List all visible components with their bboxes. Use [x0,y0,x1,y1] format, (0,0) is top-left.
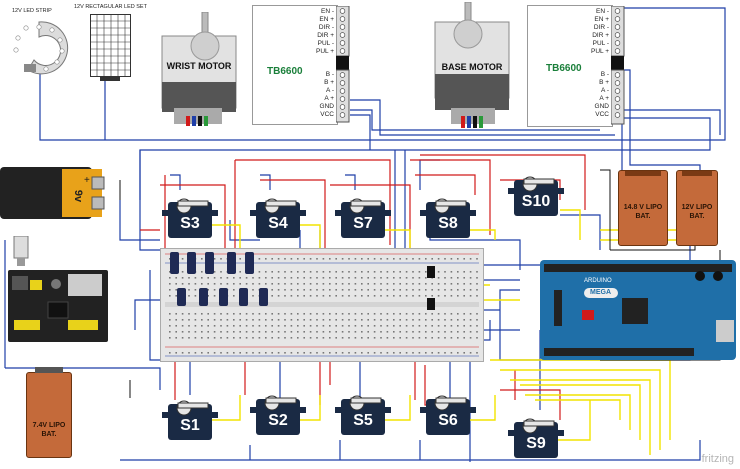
led-ring [13,21,69,75]
servo-s8: S8 [420,196,476,240]
driver-1-pin-vcc: VCC [320,111,334,118]
lipo-7v4: 7.4V LIPO BAT. [26,367,72,458]
led-set-label: 12V RECTAGULAR LED SET [74,4,147,10]
servo-s1-label: S1 [180,417,200,434]
driver-1-terminal [335,5,350,124]
driver-1-pin-b-plus: B + [324,79,334,86]
driver-2-pin-vcc: VCC [595,111,609,118]
driver-2-pin-en-plus: EN + [594,16,609,23]
fritzing-watermark: fritzing [701,453,734,465]
driver-1-pin-gnd: GND [319,103,334,110]
servo-s2: S2 [250,393,306,437]
arduino-model: MEGA [590,289,611,296]
arduino-mega: ARDUINO MEGA [540,260,736,360]
driver-2-pin-a-minus: A - [601,87,609,94]
servo-s5-label: S5 [353,412,373,429]
servo-s7-label: S7 [353,215,373,232]
servo-s6: S6 [420,393,476,437]
driver-2-pin-dir-minus: DIR - [593,24,609,31]
driver-2-pin-b-minus: B - [600,71,609,78]
base-motor: BASE MOTOR [433,2,511,130]
servo-s8-label: S8 [438,215,458,232]
driver-1-pin-dir-plus: DIR + [317,32,334,39]
driver-2-pin-gnd: GND [594,103,609,110]
lipo-14v8: 14.8 V LIPO BAT. [618,170,668,246]
svg-text:+: + [84,175,90,186]
servo-s5: S5 [335,393,391,437]
servo-s4-label: S4 [268,215,288,232]
lipo-7v4-label: 7.4V LIPO BAT. [32,422,66,438]
lipo-12v: 12V LIPO BAT. [676,170,718,246]
servo-s9: S9 [508,416,564,460]
battery-9v: + [0,167,105,219]
driver-2-pin-pul-minus: PUL - [592,40,609,47]
driver-2-terminal [610,5,625,126]
arduino-brand: ARDUINO [584,278,612,284]
servo-s10: S10 [508,174,564,218]
driver-1-title: TB6600 [267,66,303,77]
driver-2-pin-en-minus: EN - [596,8,609,15]
driver-1-pin-en-minus: EN - [321,8,334,15]
driver-2-pin-a-plus: A + [599,95,609,102]
servo-s3: S3 [162,196,218,240]
driver-1-pin-pul-plus: PUL + [315,48,334,55]
driver-1: TB6600 [252,5,338,125]
servo-s2-label: S2 [268,412,288,429]
driver-1-pin-pul-minus: PUL - [317,40,334,47]
servo-s6-label: S6 [438,412,458,429]
driver-2-title: TB6600 [546,63,582,74]
servo-s1: S1 [162,398,218,442]
led-strip-label: 12V LED STRIP [12,8,52,14]
wrist-motor: WRIST MOTOR [160,12,238,127]
base-motor-label: BASE MOTOR [441,62,503,72]
battery-9v-label: 9v [72,189,85,203]
lipo-12v-label: 12V LIPO BAT. [681,204,713,220]
driver-2: TB6600 [527,5,613,127]
driver-1-pin-en-plus: EN + [319,16,334,23]
lipo-14v8-label: 14.8 V LIPO BAT. [623,204,663,220]
driver-1-pin-b-minus: B - [325,71,334,78]
wrist-motor-label: WRIST MOTOR [166,61,232,71]
driver-1-pin-a-plus: A + [324,95,334,102]
driver-2-pin-pul-plus: PUL + [590,48,609,55]
driver-1-pin-dir-minus: DIR - [318,24,334,31]
driver-2-pin-dir-plus: DIR + [592,32,609,39]
breadboard-components [170,252,435,310]
servo-s9-label: S9 [526,435,546,452]
led-grid [90,14,131,81]
power-module [8,236,108,342]
driver-1-pin-a-minus: A - [326,87,334,94]
servo-s4: S4 [250,196,306,240]
servo-s7: S7 [335,196,391,240]
driver-2-pin-b-plus: B + [599,79,609,86]
servo-s10-label: S10 [521,193,551,210]
servo-s3-label: S3 [180,215,200,232]
